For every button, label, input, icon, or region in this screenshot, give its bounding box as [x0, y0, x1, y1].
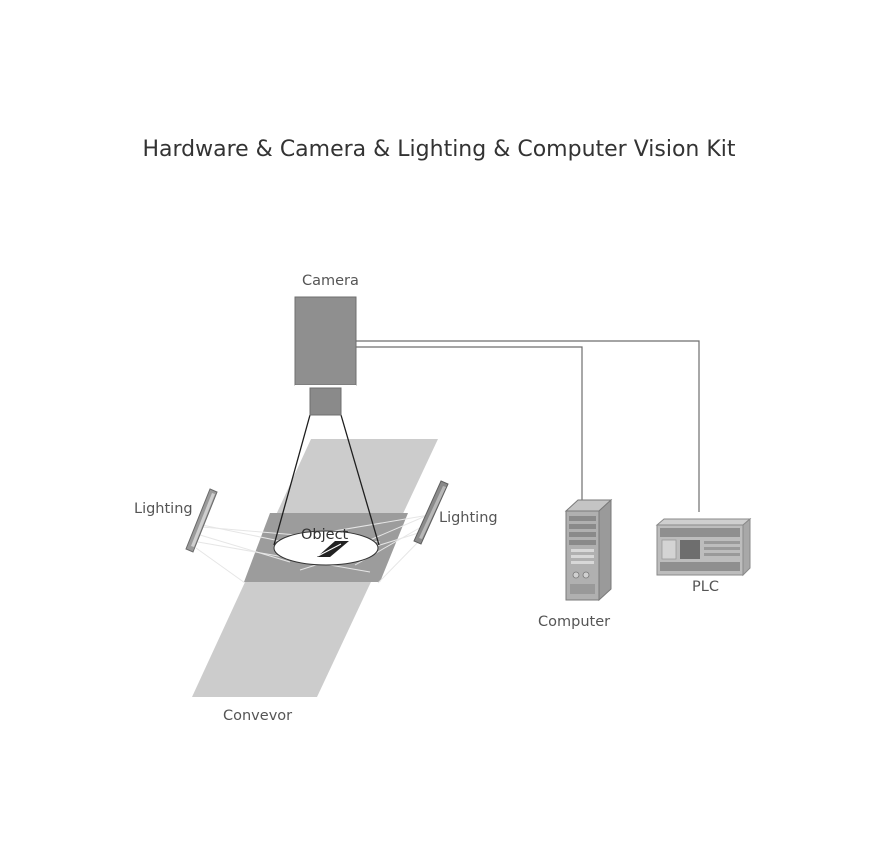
computer-label: Computer: [538, 614, 610, 630]
camera-field-of-view: [273, 414, 380, 546]
cables: [356, 340, 700, 512]
object-sparkle: [317, 543, 342, 557]
camera-lens: [309, 387, 342, 416]
camera: [294, 296, 357, 416]
plc-label: PLC: [692, 579, 719, 595]
tower-server-icon: [564, 498, 613, 602]
object-label: Object: [301, 527, 349, 543]
lighting-right-label: Lighting: [439, 510, 498, 526]
camera-to-computer-cable: [356, 346, 583, 500]
camera-to-plc-cable: [356, 340, 700, 512]
camera-body: [294, 296, 357, 386]
lighting-right: [413, 480, 449, 545]
camera-label: Camera: [302, 273, 359, 289]
lighting-left-label: Lighting: [134, 501, 193, 517]
plc-controller-icon: [655, 517, 752, 577]
diagram-title: Hardware & Camera & Lighting & Computer …: [142, 137, 735, 162]
conveyor-label: Convevor: [223, 708, 292, 724]
object-icon: [317, 541, 349, 557]
lighting-left: [185, 488, 218, 553]
illuminated-area: [273, 530, 379, 566]
